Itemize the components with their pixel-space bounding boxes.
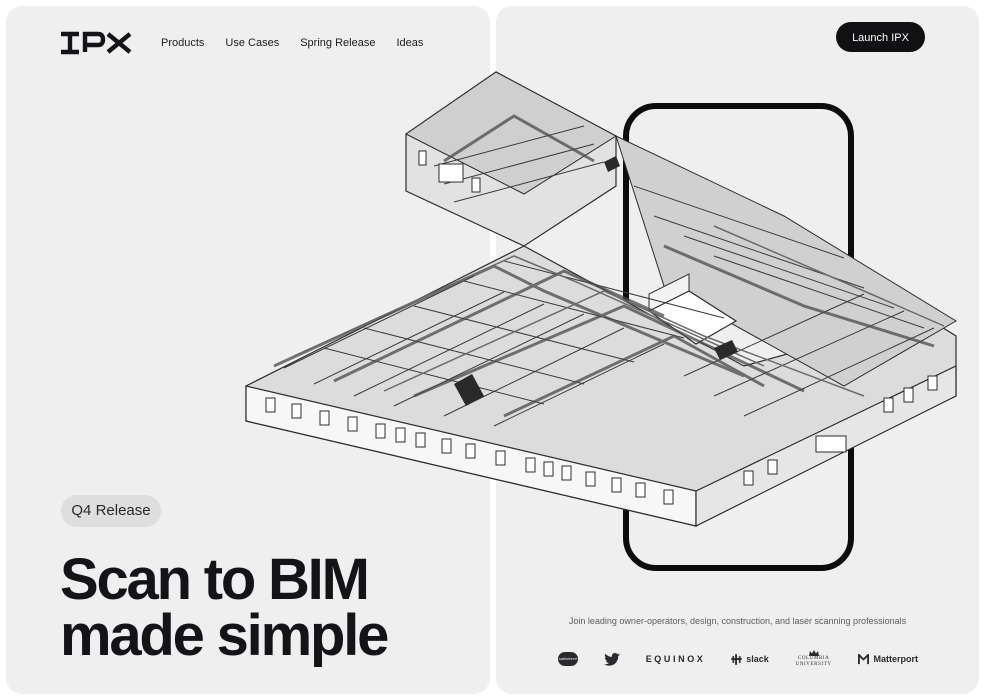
customer-logos: salesforce EQUINOX slack COLUMBIA UNIVER… [558,644,918,674]
slack-label: slack [746,654,769,664]
ipx-logo-icon[interactable] [60,31,132,55]
customers-tagline: Join leading owner-operators, design, co… [568,616,907,626]
slack-logo-icon: slack [731,653,769,665]
twitter-bird-icon [604,652,620,666]
hero-headline: Scan to BIM made simple [60,547,389,668]
release-badge: Q4 Release [61,495,161,527]
main-nav: Products Use Cases Spring Release Ideas [161,37,423,49]
nav-use-cases[interactable]: Use Cases [225,37,280,49]
nav-spring-release[interactable]: Spring Release [300,37,376,49]
nav-ideas[interactable]: Ideas [396,37,424,49]
launch-ipx-button[interactable]: Launch IPX [836,22,925,52]
matterport-logo-icon: Matterport [858,653,918,665]
nav-products[interactable]: Products [161,37,205,49]
headline-line-1: Scan to BIM [60,547,370,612]
salesforce-logo-icon: salesforce [558,652,578,666]
columbia-label: COLUMBIA UNIVERSITY [795,656,832,667]
equinox-wordmark-icon: EQUINOX [645,654,706,664]
columbia-crown-icon: COLUMBIA UNIVERSITY [795,650,833,668]
matterport-label: Matterport [873,654,918,664]
isometric-building-model-icon [245,71,957,571]
headline-line-2: made simple [60,603,389,668]
